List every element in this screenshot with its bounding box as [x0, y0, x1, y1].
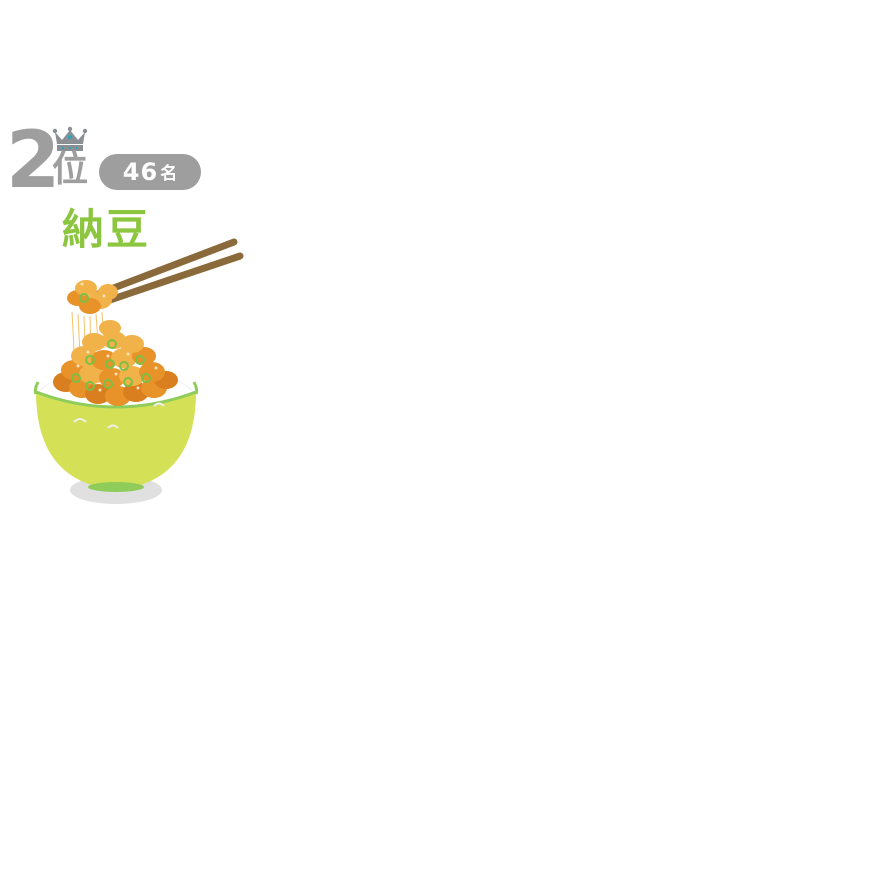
count-unit: 名 — [160, 163, 178, 184]
rank-suffix: 位 — [52, 149, 89, 190]
food-name: 納豆 — [62, 205, 151, 254]
rank-number: 2 — [6, 116, 60, 206]
count-badge: 46 名 — [99, 154, 201, 190]
natto-rice-bowl-illustration — [28, 232, 258, 517]
ranking-card: 2 位 46 名 納豆 — [0, 120, 260, 520]
count-value: 46 — [122, 158, 159, 186]
crown-icon — [52, 126, 88, 154]
